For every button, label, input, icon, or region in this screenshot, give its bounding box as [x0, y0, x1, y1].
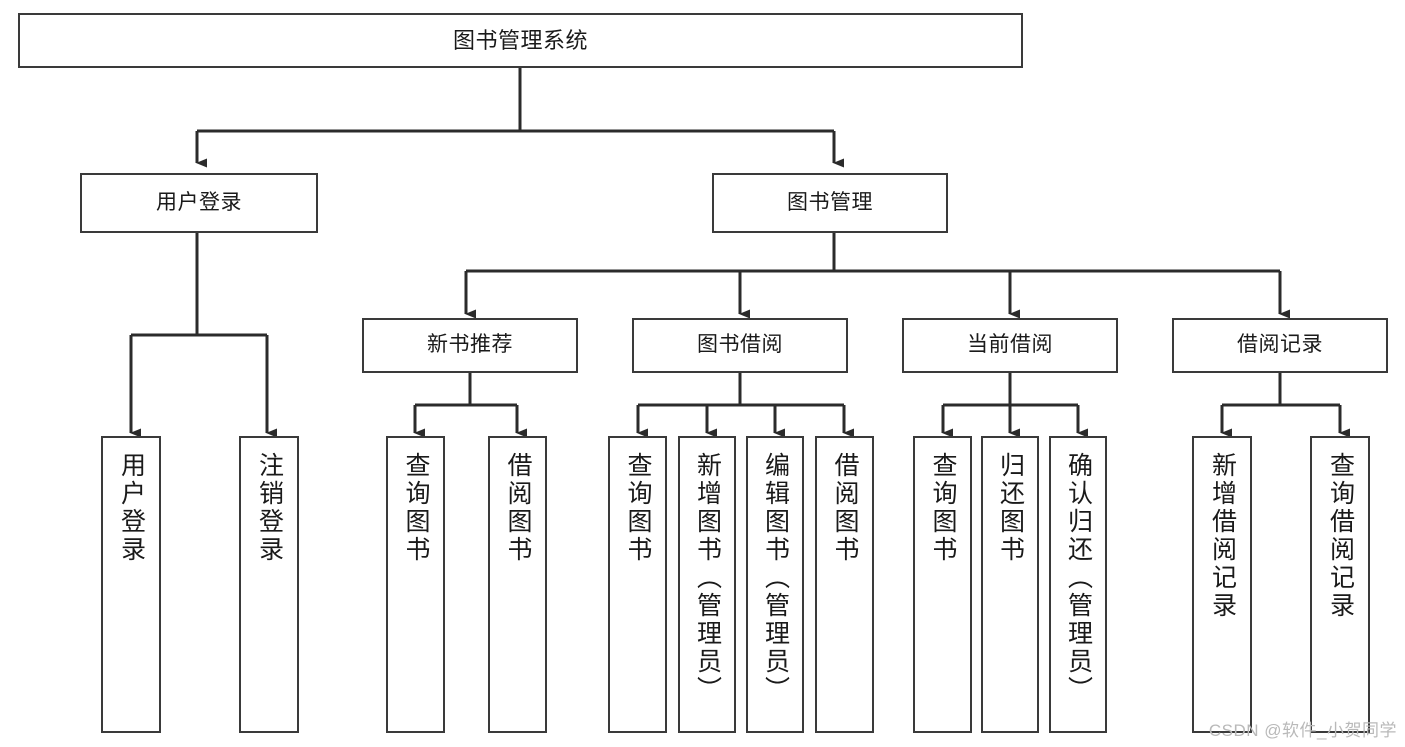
node-current-borrow[interactable]: 当前借阅	[902, 318, 1118, 373]
node-label: 用户登录	[117, 452, 146, 564]
node-label: 新增借阅记录	[1208, 452, 1237, 620]
leaf-new-book-query[interactable]: 查询图书	[386, 436, 445, 733]
node-label: 查询图书	[624, 452, 652, 564]
node-label: 查询图书	[929, 452, 957, 564]
node-label: 查询图书	[402, 452, 430, 564]
node-label: 借阅图书	[504, 452, 532, 564]
node-label: 图书借阅	[697, 333, 783, 357]
node-root-book-management-system[interactable]: 图书管理系统	[18, 13, 1023, 68]
node-label: 归还图书	[996, 452, 1025, 564]
leaf-borrow-borrow-book[interactable]: 借阅图书	[815, 436, 874, 733]
node-label: 新增图书（管理员）	[693, 452, 722, 704]
node-label: 编辑图书（管理员）	[761, 452, 790, 704]
node-user-login[interactable]: 用户登录	[80, 173, 318, 233]
leaf-record-add-record[interactable]: 新增借阅记录	[1192, 436, 1252, 733]
node-book-management[interactable]: 图书管理	[712, 173, 948, 233]
node-book-borrow[interactable]: 图书借阅	[632, 318, 848, 373]
leaf-current-query-book[interactable]: 查询图书	[913, 436, 972, 733]
leaf-borrow-add-book-admin[interactable]: 新增图书（管理员）	[678, 436, 736, 733]
leaf-borrow-query-book[interactable]: 查询图书	[608, 436, 667, 733]
node-new-book-recommend[interactable]: 新书推荐	[362, 318, 578, 373]
node-label: 新书推荐	[427, 333, 513, 357]
leaf-user-login-signin[interactable]: 用户登录	[101, 436, 161, 733]
node-label: 借阅记录	[1237, 333, 1323, 357]
node-label: 图书管理系统	[452, 27, 588, 53]
node-label: 查询借阅记录	[1326, 452, 1355, 620]
node-label: 当前借阅	[967, 333, 1053, 357]
leaf-current-confirm-return-admin[interactable]: 确认归还（管理员）	[1049, 436, 1107, 733]
leaf-borrow-edit-book-admin[interactable]: 编辑图书（管理员）	[746, 436, 804, 733]
node-label: 注销登录	[255, 452, 284, 564]
node-borrow-record[interactable]: 借阅记录	[1172, 318, 1388, 373]
node-label: 确认归还（管理员）	[1064, 452, 1093, 704]
node-label: 图书管理	[787, 190, 873, 214]
leaf-user-login-signout[interactable]: 注销登录	[239, 436, 299, 733]
node-label: 用户登录	[156, 190, 242, 214]
leaf-current-return-book[interactable]: 归还图书	[981, 436, 1039, 733]
node-label: 借阅图书	[831, 452, 859, 564]
csdn-watermark: CSDN @软件_小贺同学	[1208, 721, 1397, 740]
leaf-record-query-record[interactable]: 查询借阅记录	[1310, 436, 1370, 733]
leaf-new-book-borrow[interactable]: 借阅图书	[488, 436, 547, 733]
